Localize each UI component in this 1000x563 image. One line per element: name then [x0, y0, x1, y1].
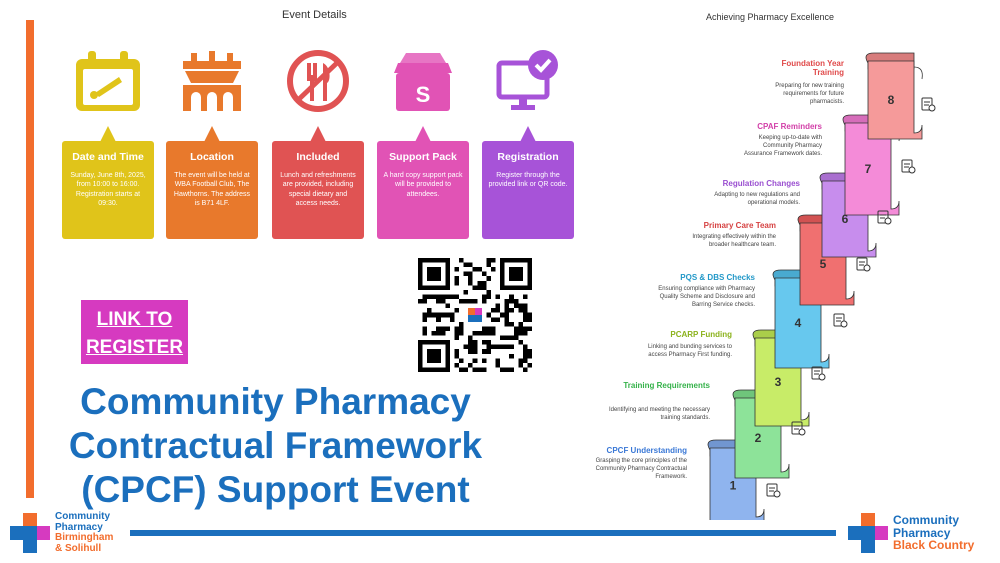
logo-birmingham-solihull: Community Pharmacy Birmingham & Solihull [10, 511, 114, 554]
card-date-time: Date and Time Sunday, June 8th, 2025, fr… [62, 40, 154, 240]
card-text: The event will be held at WBA Football C… [173, 172, 251, 208]
settings-icon [877, 210, 892, 225]
step-description-8: Preparing for new training requirements … [775, 83, 844, 105]
calendar-icon [62, 40, 154, 122]
pharmacy-steps-diagram: 1 2 3 4 5 6 7 8 [707, 52, 923, 520]
step-description-3: Linking and bunding services to access P… [647, 344, 732, 358]
headline-line2: Contractual Framework [68, 425, 483, 466]
card-included: Included Lunch and refreshments are prov… [272, 40, 364, 240]
stadium-icon [166, 40, 258, 122]
accent-bar [26, 20, 34, 498]
card-text: Register through the provided link or QR… [488, 172, 568, 189]
card-location: Location The event will be held at WBA F… [166, 40, 258, 240]
trainee-icon [921, 97, 936, 112]
logo-right-line1: Community [893, 513, 959, 528]
monitor-check-icon [482, 40, 574, 122]
event-headline: Community Pharmacy Contractual Framework… [48, 380, 503, 512]
step-block-8 [865, 52, 923, 140]
step-number: 2 [755, 431, 762, 445]
card-text: Sunday, June 8th, 2025, from 10:00 to 16… [70, 172, 146, 208]
step-number: 6 [842, 212, 849, 226]
step-description-7: Keeping up-to-date with Community Pharma… [743, 135, 822, 157]
logo-black-country: Community Pharmacy Black Country [848, 513, 974, 553]
card-title: Date and Time [72, 151, 144, 163]
card-title: Location [190, 151, 234, 163]
step-title-8: Foundation Year Training [781, 59, 844, 77]
funding-icon [811, 366, 826, 381]
card-title: Registration [497, 151, 559, 163]
step-number: 3 [775, 375, 782, 389]
register-line2: REGISTER [85, 337, 184, 358]
step-description-1: Grasping the core principles of the Comm… [595, 458, 687, 480]
svg-text:S: S [416, 82, 431, 107]
register-line1: LINK TO [96, 309, 173, 330]
logo-left-line3: Birmingham [55, 532, 114, 543]
card-box: Support Pack A hard copy support pack wi… [377, 141, 469, 239]
prescription-icon [766, 483, 781, 498]
card-title: Support Pack [389, 151, 457, 163]
card-box: Date and Time Sunday, June 8th, 2025, fr… [62, 141, 154, 239]
step-number: 7 [865, 162, 872, 176]
card-registration: Registration Register through the provid… [482, 40, 574, 240]
package-icon: S [377, 40, 469, 122]
excellence-title: Achieving Pharmacy Excellence [706, 12, 835, 22]
bottom-divider [130, 530, 836, 536]
step-description-2: Identifying and meeting the necessary tr… [608, 407, 710, 421]
team-icon [856, 257, 871, 272]
step-description-5: Integrating effectively within the broad… [692, 234, 776, 248]
step-title-4: PQS & DBS Checks [680, 273, 755, 282]
headline-line1: Community Pharmacy [80, 381, 471, 422]
clipboard-check-icon [833, 313, 848, 328]
calendar-alert-icon [901, 159, 916, 174]
step-title-7: CPAF Reminders [757, 122, 822, 131]
step-description-6: Adapting to new regulations and operatio… [714, 192, 800, 206]
logo-right-line2: Pharmacy [893, 525, 951, 540]
step-number: 4 [795, 316, 802, 330]
step-title-1: CPCF Understanding [606, 446, 687, 455]
register-link[interactable]: LINK TO REGISTER [81, 300, 188, 364]
logo-left-line2: Pharmacy [55, 521, 103, 533]
step-description-4: Ensuring compliance with Pharmacy Qualit… [658, 286, 755, 308]
qr-code[interactable] [418, 258, 532, 372]
card-title: Included [296, 151, 340, 163]
card-box: Location The event will be held at WBA F… [166, 141, 258, 239]
step-title-6: Regulation Changes [722, 179, 800, 188]
logo-left-line1: Community [55, 511, 110, 522]
step-title-5: Primary Care Team [703, 221, 776, 230]
pharmacy-cross-icon [848, 513, 888, 553]
step-number: 5 [820, 257, 827, 271]
logo-right-line3: Black Country [893, 538, 975, 553]
card-box: Registration Register through the provid… [482, 141, 574, 239]
pharmacy-cross-icon [10, 513, 50, 553]
step-number: 1 [730, 479, 737, 493]
whiteboard-icon [791, 421, 806, 436]
card-box: Included Lunch and refreshments are prov… [272, 141, 364, 239]
cutlery-icon [272, 40, 364, 122]
step-title-2: Training Requirements [623, 381, 710, 390]
logo-left-line4: & Solihull [55, 542, 102, 554]
card-support-pack: S Support Pack A hard copy support pack … [377, 40, 469, 240]
step-number: 8 [888, 93, 895, 107]
headline-line3: (CPCF) Support Event [81, 469, 470, 510]
card-text: A hard copy support pack will be provide… [383, 172, 463, 198]
step-title-3: PCARP Funding [670, 330, 732, 339]
event-details-title: Event Details [282, 9, 347, 21]
card-text: Lunch and refreshments are provided, inc… [280, 172, 356, 208]
